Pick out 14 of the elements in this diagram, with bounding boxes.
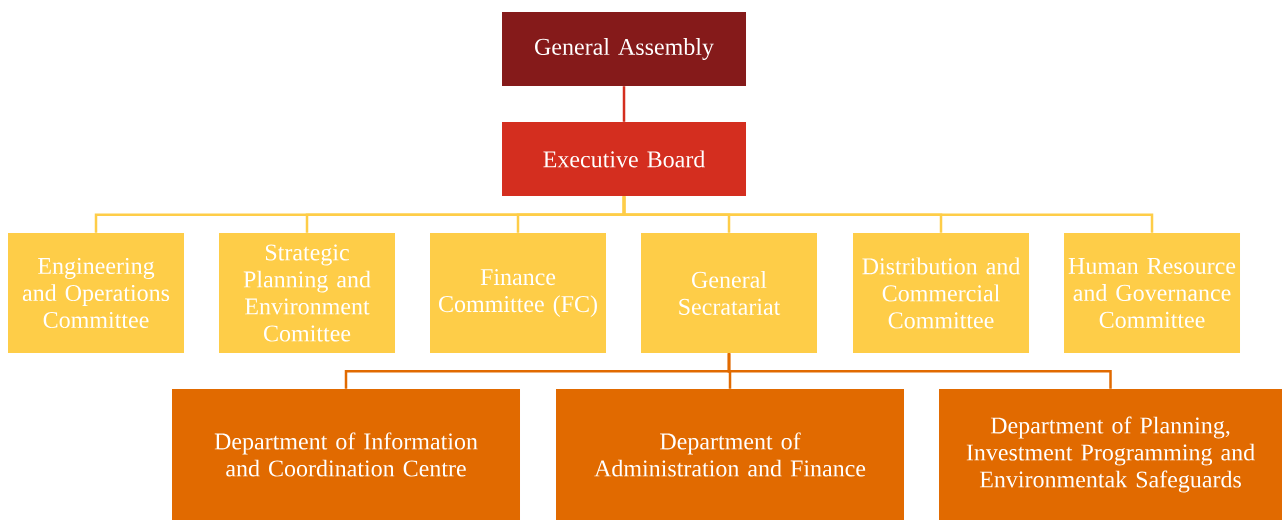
committee-box: Human Resource and Governance Committee (1064, 233, 1240, 353)
connector-line (622, 196, 1154, 233)
board-box: Executive Board (502, 122, 746, 196)
connector-line (622, 86, 626, 122)
governing-box: General Assembly (502, 12, 746, 86)
committee-box: Distribution and Commercial Committee (853, 233, 1029, 353)
department-box: Department of Administration and Finance (556, 389, 904, 520)
committee-box: Finance Committee (FC) (430, 233, 606, 353)
committee-box: Strategic Planning and Environment Comittee (219, 233, 395, 353)
committee-box: Engineering and Operations Committee (8, 233, 184, 353)
department-box: Department of Information and Coordination Centre (172, 389, 520, 520)
connector-line (727, 353, 1112, 389)
secretariat-box: General Secratariat (641, 233, 817, 353)
department-box: Department of Planning, Investment Programming and Environmentak Safeguards (939, 389, 1282, 520)
